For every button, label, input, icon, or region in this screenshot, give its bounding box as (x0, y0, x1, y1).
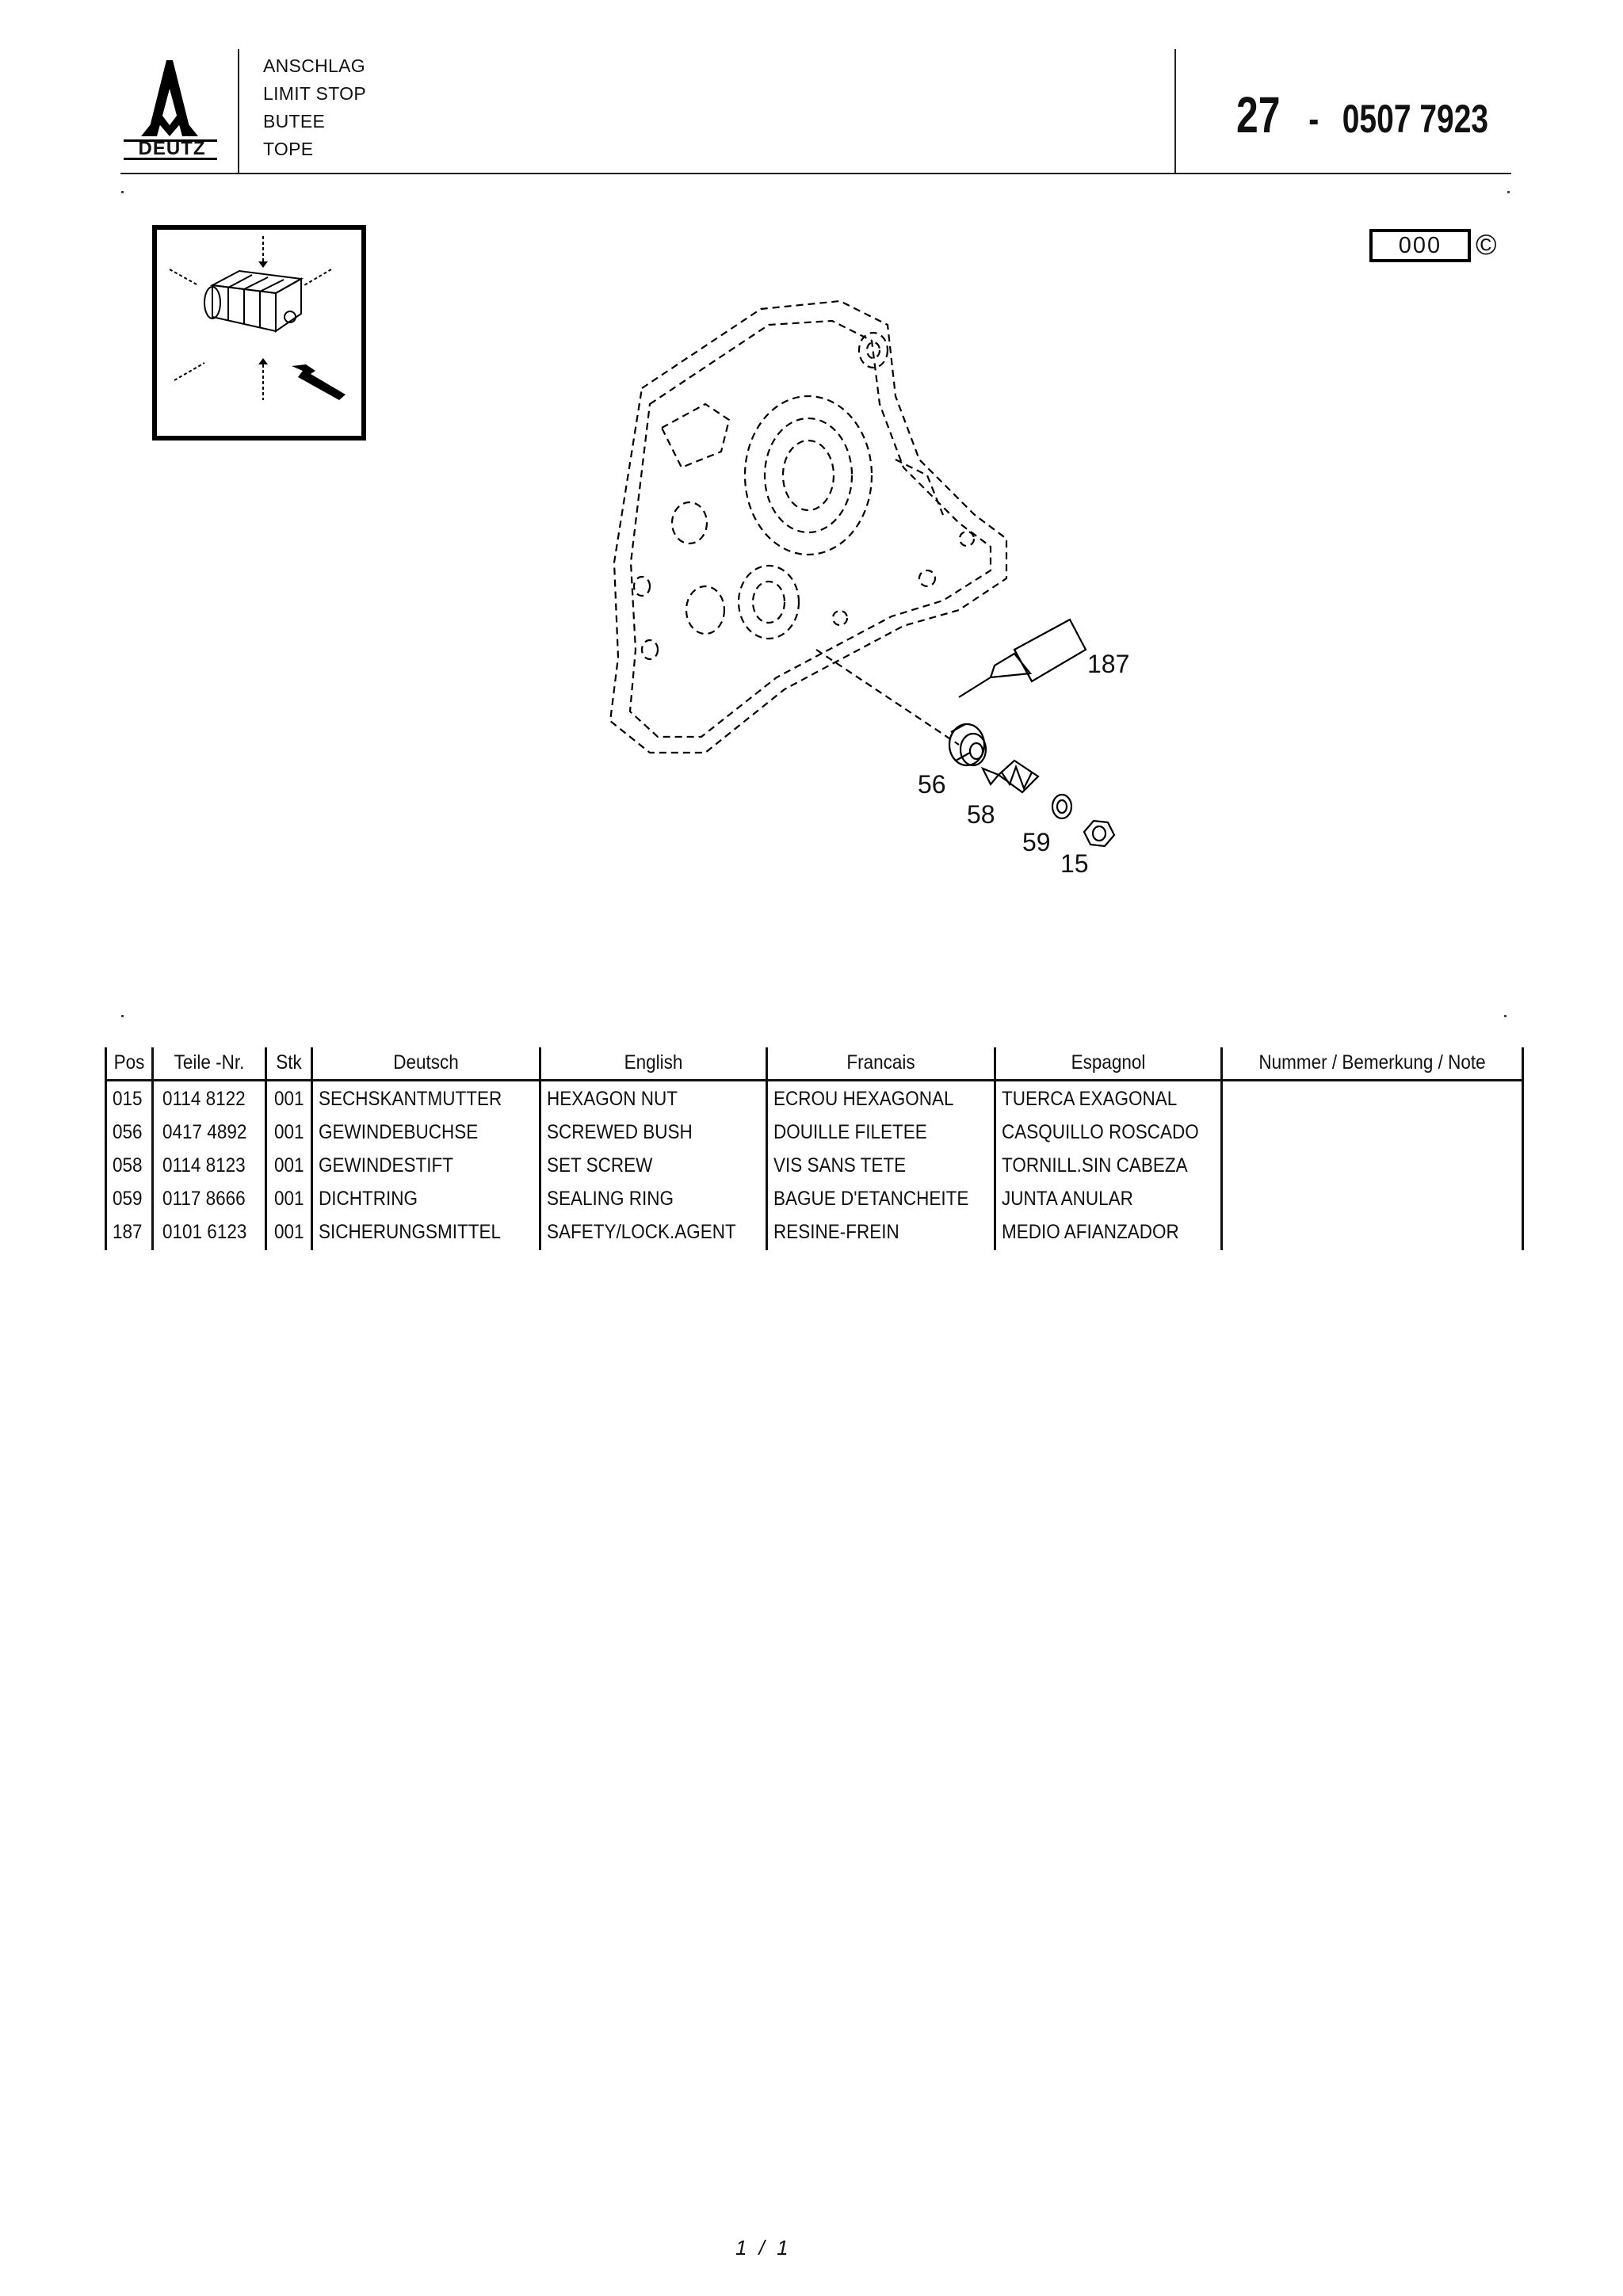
cell-qty: 001 (274, 1221, 304, 1243)
callout-59: 59 (1022, 828, 1051, 856)
cell-espagnol: JUNTA ANULAR (1002, 1188, 1133, 1210)
header-note: Nummer / Bemerkung / Note (1258, 1051, 1486, 1074)
column-separator (766, 1047, 768, 1250)
cell-english: SET SCREW (547, 1154, 653, 1177)
location-icon-box (152, 225, 366, 441)
cell-pos: 058 (113, 1154, 143, 1177)
callout-56: 56 (918, 770, 946, 799)
number-separator: - (1308, 97, 1319, 141)
header-divider-right (1174, 49, 1176, 173)
cell-part-number: 0114 8123 (162, 1154, 246, 1177)
cell-part-number: 0101 6123 (162, 1221, 247, 1243)
table-row: 058 0114 8123 001 GEWINDESTIFT SET SCREW… (103, 1149, 1526, 1182)
cell-francais: DOUILLE FILETEE (773, 1121, 927, 1143)
cell-qty: 001 (274, 1088, 304, 1110)
cell-part-number: 0417 4892 (162, 1121, 247, 1143)
cell-espagnol: MEDIO AFIANZADOR (1002, 1221, 1179, 1243)
cell-qty: 001 (274, 1121, 304, 1143)
table-row: 059 0117 8666 001 DICHTRING SEALING RING… (103, 1182, 1526, 1215)
engine-locator-icon (169, 236, 346, 400)
registration-mark (1504, 1015, 1507, 1017)
header-francais: Francais (846, 1051, 915, 1074)
cell-francais: BAGUE D'ETANCHEITE (773, 1188, 969, 1210)
table-header-row: Pos Teile -Nr. Stk Deutsch English Franc… (103, 1046, 1526, 1079)
copyright-symbol: © (1476, 228, 1497, 261)
document-number: 27 - 0507 7923 (1236, 86, 1488, 144)
header-english: English (624, 1051, 683, 1074)
cell-english: SCREWED BUSH (547, 1121, 693, 1143)
header-divider-left (238, 49, 239, 173)
header-deutsch: Deutsch (393, 1051, 459, 1074)
cell-espagnol: TUERCA EXAGONAL (1002, 1088, 1178, 1110)
title-es: TOPE (263, 139, 314, 159)
callout-15: 15 (1060, 849, 1089, 878)
callout-58: 58 (967, 800, 995, 829)
cell-qty: 001 (274, 1154, 304, 1177)
header-espagnol: Espagnol (1071, 1051, 1146, 1074)
cell-francais: RESINE-FREIN (773, 1221, 899, 1243)
cell-espagnol: CASQUILLO ROSCADO (1002, 1121, 1199, 1143)
column-separator (265, 1047, 267, 1250)
table-row: 015 0114 8122 001 SECHSKANTMUTTER HEXAGO… (103, 1082, 1526, 1116)
cell-deutsch: DICHTRING (319, 1188, 418, 1210)
column-separator (151, 1047, 154, 1250)
header-pos: Pos (113, 1051, 145, 1074)
cell-francais: VIS SANS TETE (773, 1154, 907, 1177)
column-separator (539, 1047, 541, 1250)
part-number: 0507 7923 (1342, 97, 1489, 141)
table-border-left (105, 1047, 107, 1250)
cell-english: HEXAGON NUT (547, 1088, 678, 1110)
exploded-parts-drawing: 187 56 58 59 15 (594, 277, 1149, 895)
deutz-logo: DEUTZ (119, 57, 222, 160)
column-separator (994, 1047, 996, 1250)
cell-english: SAFETY/LOCK.AGENT (547, 1221, 736, 1243)
header-part-number: Teile -Nr. (174, 1051, 245, 1074)
table-border-right (1522, 1047, 1524, 1250)
registration-mark (1507, 191, 1510, 193)
table-row: 056 0417 4892 001 GEWINDEBUCHSE SCREWED … (103, 1116, 1526, 1149)
header-qty: Stk (276, 1051, 302, 1074)
group-code-box: 000 (1369, 229, 1471, 262)
cell-deutsch: GEWINDEBUCHSE (319, 1121, 479, 1143)
cell-pos: 187 (113, 1221, 143, 1243)
title-en: LIMIT STOP (263, 83, 366, 104)
title-block: ANSCHLAG LIMIT STOP BUTEE TOPE (263, 52, 366, 163)
column-separator (1220, 1047, 1223, 1250)
table-row: 187 0101 6123 001 SICHERUNGSMITTEL SAFET… (103, 1215, 1526, 1249)
cell-pos: 056 (113, 1121, 143, 1143)
cell-english: SEALING RING (547, 1188, 674, 1210)
cell-francais: ECROU HEXAGONAL (773, 1088, 954, 1110)
cell-qty: 001 (274, 1188, 304, 1210)
column-separator (311, 1047, 313, 1250)
cell-deutsch: SICHERUNGSMITTEL (319, 1221, 502, 1243)
registration-mark (121, 1015, 124, 1017)
registration-mark (121, 191, 124, 193)
group-number: 27 (1236, 86, 1281, 143)
cell-deutsch: GEWINDESTIFT (319, 1154, 454, 1177)
header-underline (105, 1079, 1524, 1081)
cell-part-number: 0114 8122 (162, 1088, 246, 1110)
parts-table: Pos Teile -Nr. Stk Deutsch English Franc… (103, 1046, 1526, 1252)
cell-pos: 015 (113, 1088, 143, 1110)
title-de: ANSCHLAG (263, 55, 365, 76)
brand-name: DEUTZ (138, 138, 206, 159)
cell-part-number: 0117 8666 (162, 1188, 246, 1210)
header-rule (120, 173, 1511, 174)
callout-187: 187 (1087, 650, 1130, 678)
cell-espagnol: TORNILL.SIN CABEZA (1002, 1154, 1188, 1177)
page-indicator: 1 / 1 (735, 2236, 792, 2260)
cell-deutsch: SECHSKANTMUTTER (319, 1088, 502, 1110)
title-fr: BUTEE (263, 111, 326, 132)
cell-pos: 059 (113, 1188, 143, 1210)
